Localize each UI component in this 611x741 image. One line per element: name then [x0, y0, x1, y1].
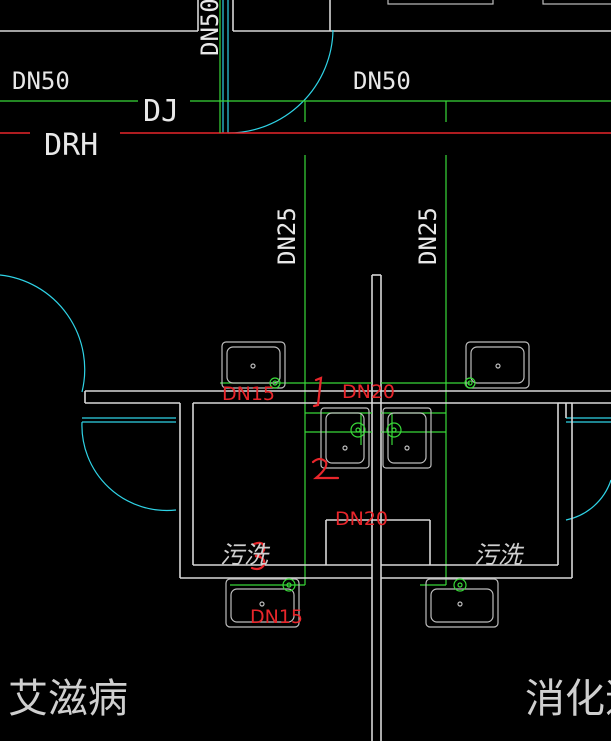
- annotation-dn15-bottom: DN15: [250, 606, 303, 628]
- markup-number-3: [250, 541, 266, 571]
- label-dn50-right: DN50: [353, 67, 411, 95]
- annotation-dn20-mid: DN20: [335, 508, 388, 530]
- room-label-digest: 消化道: [525, 676, 611, 722]
- room-label-wash-right: 污洗: [474, 541, 525, 569]
- sink-top-left: [221, 341, 286, 389]
- top-door: [222, 0, 334, 134]
- sink-center-left: [320, 407, 370, 469]
- label-dn50-vertical: DN50: [196, 0, 224, 56]
- annotation-dn15-top: DN15: [222, 383, 275, 405]
- label-drh: DRH: [44, 128, 98, 163]
- room-walls: [84, 274, 611, 741]
- room-label-aids: 艾滋病: [8, 676, 128, 722]
- sink-center-right: [382, 407, 432, 469]
- label-dn25-right: DN25: [414, 207, 442, 265]
- vertical-risers: [304, 155, 447, 585]
- horizontal-pipes: [0, 0, 611, 134]
- annotation-dn20-top: DN20: [342, 381, 395, 403]
- sink-top-right: [464, 341, 530, 389]
- label-dj: DJ: [143, 94, 179, 129]
- room-label-wash-left: 污洗: [220, 541, 271, 569]
- label-dn25-left: DN25: [273, 207, 301, 265]
- sink-bottom-left: [225, 578, 300, 628]
- markup-number-2: [311, 457, 340, 480]
- label-dn50-left: DN50: [12, 67, 70, 95]
- markup-number-1: [312, 376, 323, 408]
- left-door: [0, 274, 177, 512]
- top-walls: [0, 0, 611, 32]
- sink-bottom-right: [425, 578, 499, 628]
